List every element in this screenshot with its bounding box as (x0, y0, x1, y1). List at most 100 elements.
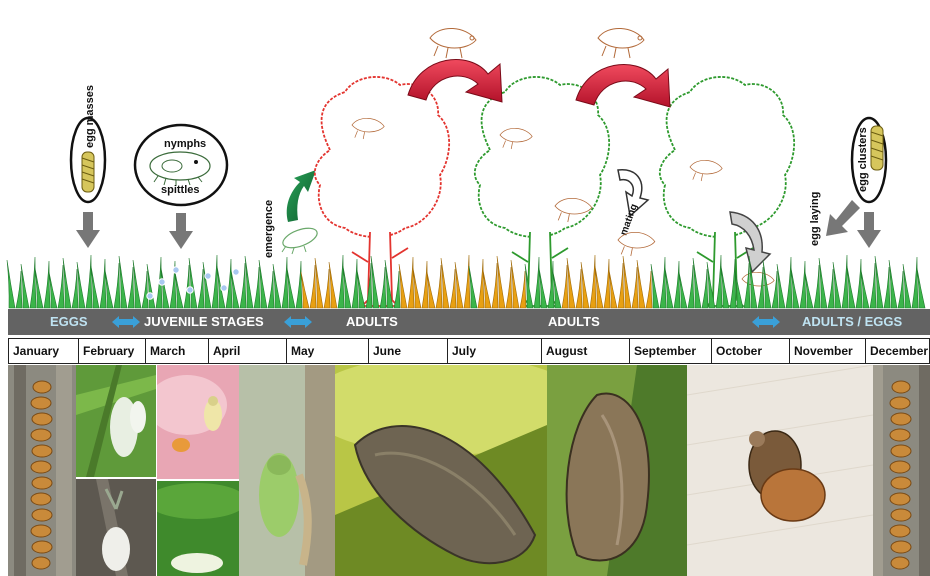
grass-blade (856, 259, 862, 308)
mating-pair-photo (687, 365, 873, 576)
grass-blade (889, 260, 897, 308)
grass-blade (679, 272, 687, 308)
month-cell: February (78, 339, 145, 363)
grass-blade (576, 269, 582, 308)
grass-blade (478, 259, 484, 308)
grass-strip (7, 255, 925, 308)
grass-blade (329, 262, 337, 308)
grass-blade (567, 258, 575, 308)
grass-blade (296, 261, 302, 308)
grass-blade (590, 255, 596, 308)
grass-blade (16, 271, 22, 308)
grass-blade (161, 268, 169, 308)
grass-blade (226, 259, 232, 308)
month-cell: March (145, 339, 208, 363)
diagonal-arrow-egg-laying (826, 200, 860, 236)
photo-strip (0, 365, 930, 576)
grass-blade (693, 258, 701, 308)
life-cycle-scene: egg masses nymphs spittles egg clusters (0, 0, 930, 310)
grass-blade (520, 271, 526, 308)
spittle-photo-1 (76, 365, 156, 477)
down-arrow-eggs (76, 212, 100, 248)
down-arrow-nymphs (169, 213, 193, 249)
grass-blade (240, 263, 246, 308)
nymph-photo-green (157, 481, 239, 576)
life-stage-bar: EGGS JUVENILE STAGES ADULTS ADULTS ADULT… (8, 309, 930, 335)
grass-blade (301, 272, 309, 308)
spittle-flower-icon (187, 287, 193, 293)
grass-blade (912, 257, 918, 308)
grass-blade (114, 263, 120, 308)
tree-red (315, 77, 449, 306)
grass-blade (413, 268, 421, 308)
grass-blade (814, 265, 820, 308)
grass-blade (917, 268, 925, 308)
grass-blade (436, 265, 442, 308)
grass-blade (268, 271, 274, 308)
grass-blade (310, 265, 316, 308)
tree-green-1 (475, 77, 609, 306)
grass-blade (903, 264, 911, 308)
month-cell: June (368, 339, 447, 363)
grass-blade (212, 255, 218, 308)
grass-blade (287, 268, 295, 308)
emerging-nymph-icon (280, 224, 319, 254)
tree-green-2 (660, 77, 794, 306)
grass-blade (282, 257, 288, 308)
spittle-flower-icon (159, 279, 165, 285)
spittle-flower-icon (205, 273, 211, 279)
month-cell: December (865, 339, 930, 363)
grass-blade (609, 270, 617, 308)
stage-adults-1: ADULTS (346, 309, 398, 335)
grass-blade (772, 271, 778, 308)
grass-blade (7, 260, 15, 308)
grass-blade (637, 260, 645, 308)
grass-blade (86, 255, 92, 308)
grass-blade (562, 265, 568, 308)
adult-photo-1 (335, 365, 547, 576)
grass-blade (128, 267, 134, 308)
double-arrow-icon (752, 316, 780, 328)
grass-blade (30, 257, 36, 308)
egg-mass-photo-left (8, 365, 76, 576)
grass-blade (791, 268, 799, 308)
grass-blade (352, 259, 358, 308)
nymph-photo-pink (157, 365, 239, 479)
grass-blade (422, 261, 428, 308)
grass-blade (744, 263, 750, 308)
grass-blade (72, 269, 78, 308)
grass-blade (203, 262, 211, 308)
grass-blade (870, 263, 876, 308)
grass-blade (119, 256, 127, 308)
grass-blade (828, 269, 834, 308)
stage-adults-2: ADULTS (548, 309, 600, 335)
grass-blade (91, 266, 99, 308)
grass-blade (100, 259, 106, 308)
emergence-arrow (287, 170, 316, 222)
grass-blade (399, 264, 407, 308)
grass-blade (805, 272, 813, 308)
months-row: January February March April May June Ju… (8, 338, 930, 364)
grass-blade (618, 263, 624, 308)
grass-blade (408, 257, 414, 308)
spittle-flower-icon (221, 285, 227, 291)
egg-masses-icon (82, 152, 94, 192)
down-arrow-egg-clusters (857, 212, 881, 248)
grass-blade (315, 258, 323, 308)
grass-blade (450, 269, 456, 308)
double-arrow-icon (284, 316, 312, 328)
emergence-label: emergence (263, 200, 275, 258)
red-arrow-1 (408, 60, 502, 102)
stage-juvenile: JUVENILE STAGES (144, 309, 264, 335)
grass-blade (861, 270, 869, 308)
red-arrow-2 (576, 65, 670, 107)
grass-blade (819, 258, 827, 308)
grass-blade (651, 264, 659, 308)
grass-blade (688, 265, 694, 308)
grass-blade (44, 261, 50, 308)
egg-masses-callout: egg masses (71, 85, 105, 202)
grass-blade (357, 270, 365, 308)
grass-blade (245, 256, 253, 308)
grass-blade (142, 271, 148, 308)
month-cell: April (208, 339, 286, 363)
